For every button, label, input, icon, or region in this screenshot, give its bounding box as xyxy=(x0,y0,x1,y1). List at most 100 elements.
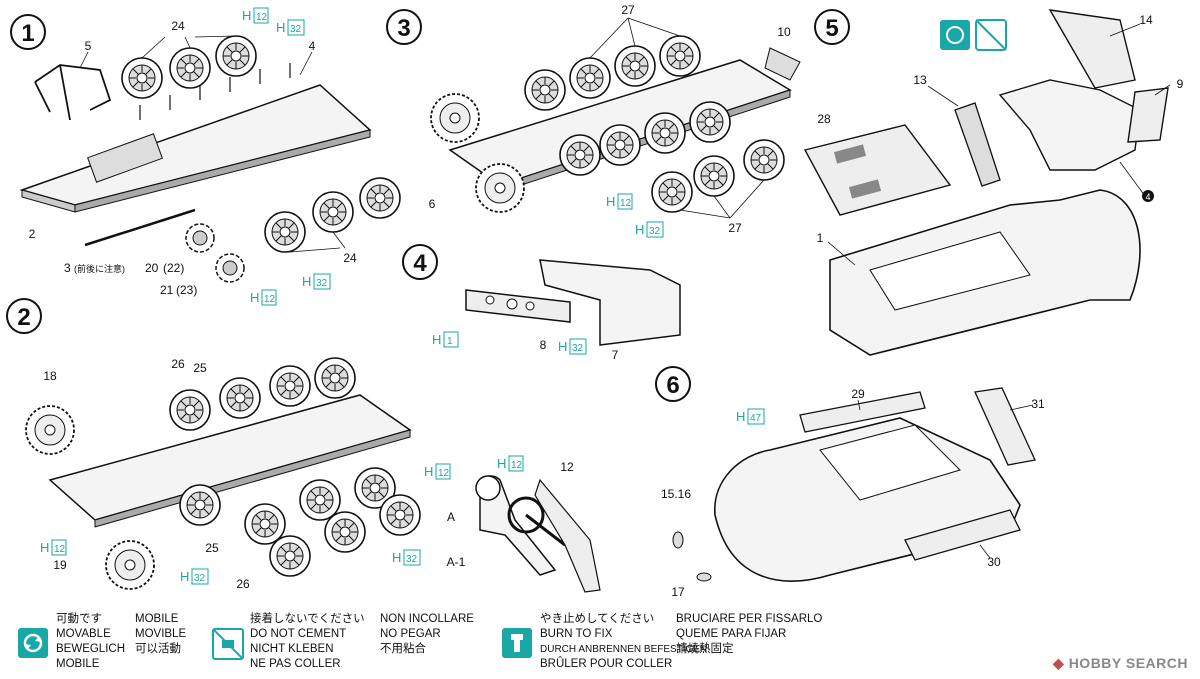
svg-text:H: H xyxy=(432,332,441,347)
road-wheel-24 xyxy=(121,57,163,99)
road-wheel xyxy=(179,484,221,526)
step-number-4: 4 xyxy=(413,250,427,277)
svg-text:32: 32 xyxy=(290,24,302,35)
part-label: 25 xyxy=(193,361,207,375)
part-label: 2 xyxy=(29,227,36,241)
step-number-6: 6 xyxy=(666,372,679,399)
step-badge-5 xyxy=(814,9,850,45)
road-wheel-24 xyxy=(169,47,211,89)
movable-icon xyxy=(18,628,48,658)
road-wheel xyxy=(569,57,611,99)
paint-ref-h32: H 32 xyxy=(302,273,331,290)
part-label: 1 xyxy=(817,231,824,245)
instrument-panel-part-8 xyxy=(465,289,571,323)
part-label: 8 xyxy=(540,338,547,352)
step-badge-1 xyxy=(10,14,46,50)
svg-text:32: 32 xyxy=(316,278,328,289)
road-wheel xyxy=(689,101,731,143)
road-wheel-25 xyxy=(219,377,261,419)
svg-text:H: H xyxy=(242,8,251,23)
part-label: 24 xyxy=(171,19,185,33)
road-wheel xyxy=(379,494,421,536)
svg-text:32: 32 xyxy=(406,554,418,565)
part-label: 26 xyxy=(171,357,185,371)
floor-plate-part-28 xyxy=(803,124,952,216)
svg-text:32: 32 xyxy=(649,226,661,237)
part-label: 20 xyxy=(145,261,159,275)
front-tire-19 xyxy=(105,540,155,590)
headlight-part-15 xyxy=(672,531,684,549)
road-wheel-24 xyxy=(264,211,306,253)
steering-bracket-part-5 xyxy=(34,64,112,121)
svg-text:H: H xyxy=(558,339,567,354)
svg-text:32: 32 xyxy=(572,343,584,354)
movable-icon xyxy=(940,20,970,50)
panel-part-29 xyxy=(799,391,926,433)
part-label: 14 xyxy=(1139,13,1153,27)
step-1: 1 24 5 xyxy=(10,7,401,306)
step-number-3: 3 xyxy=(397,15,410,42)
part-label: 18 xyxy=(43,369,57,383)
part-label: 24 xyxy=(343,251,357,265)
part-label: 29 xyxy=(851,387,865,401)
step-number-5: 5 xyxy=(825,15,838,42)
svg-text:12: 12 xyxy=(264,294,276,305)
part-label: 31 xyxy=(1031,397,1045,411)
front-tire-18 xyxy=(25,405,75,455)
part-label: 9 xyxy=(1177,77,1184,91)
road-wheel xyxy=(324,511,366,553)
panel-part-9 xyxy=(1127,87,1169,143)
svg-text:H: H xyxy=(302,274,311,289)
part-label: (22) xyxy=(163,261,184,275)
part-label: 4 xyxy=(309,39,316,53)
chassis-frame-part-2 xyxy=(19,63,372,213)
legend-movable-col1: 可動です MOVABLE BEWEGLICH MOBILE xyxy=(56,613,126,670)
part-label: 10 xyxy=(777,25,791,39)
svg-text:47: 47 xyxy=(750,413,762,424)
front-tire xyxy=(475,163,525,213)
svg-text:12: 12 xyxy=(54,544,66,555)
part-10 xyxy=(764,47,801,81)
legend-movable-col2: MOBILE MOVIBLE 可以活動 xyxy=(135,613,187,655)
step-badge-2 xyxy=(6,298,42,334)
part-label: (23) xyxy=(176,283,197,297)
panel-part-31 xyxy=(974,387,1036,466)
part-label: 26 xyxy=(236,577,250,591)
part-label: 7 xyxy=(612,348,619,362)
part-label: 6 xyxy=(429,197,436,211)
part-label: 3 xyxy=(64,261,71,275)
svg-text:1: 1 xyxy=(447,336,453,347)
svg-text:12: 12 xyxy=(511,460,523,471)
watermark: ◆ HOBBY SEARCH xyxy=(1053,655,1188,671)
part-label: 27 xyxy=(728,221,742,235)
road-wheel xyxy=(299,479,341,521)
road-wheel-26 xyxy=(269,535,311,577)
svg-text:H: H xyxy=(424,464,433,479)
part-label: 25 xyxy=(205,541,219,555)
step-number-1: 1 xyxy=(21,20,34,47)
part-label: A xyxy=(447,510,455,524)
step-number-2: 2 xyxy=(17,304,30,331)
road-wheel-27 xyxy=(651,171,693,213)
road-wheel-26 xyxy=(169,389,211,431)
svg-text:H: H xyxy=(497,456,506,471)
part-label: 13 xyxy=(913,73,927,87)
idler-part-20 xyxy=(185,223,215,253)
side-panel-part-13 xyxy=(954,102,1001,187)
part-label: 19 xyxy=(53,558,67,572)
part-note: (前後に注意) xyxy=(74,263,125,274)
road-wheel xyxy=(659,35,701,77)
symbol-legend: 可動です MOVABLE BEWEGLICH MOBILE MOBILE MOV… xyxy=(0,612,1200,679)
steering-wheel-part-12 xyxy=(507,496,545,534)
step-badge-4 xyxy=(402,244,438,280)
part-label: 30 xyxy=(987,555,1001,569)
assembly-diagram: 1 24 5 xyxy=(6,3,1184,599)
